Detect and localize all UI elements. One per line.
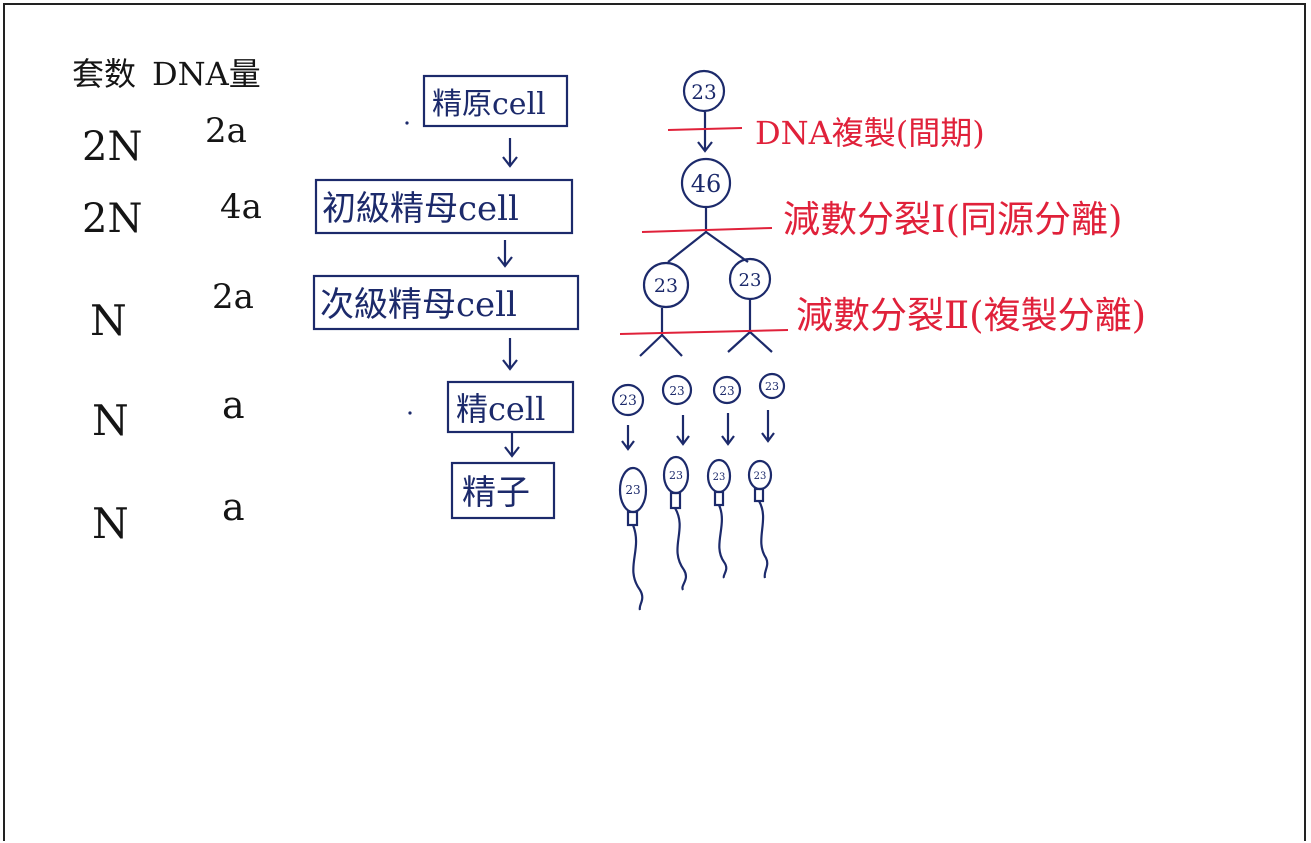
arrow-2-3 (497, 240, 513, 268)
sperm-2-label: 23 (669, 469, 683, 482)
row5-sets: N (92, 499, 129, 548)
spermatid-4 (758, 372, 786, 400)
meiosis2-line (619, 329, 789, 335)
cell-division-tree (611, 69, 786, 611)
row2-sets: 2N (82, 196, 142, 242)
row4-sets: N (92, 396, 129, 445)
meiosis2-label: 減數分裂Ⅱ(複製分離) (796, 294, 1146, 337)
cell-46-label: 46 (691, 170, 722, 198)
column-header-dna: DNA量 (152, 55, 261, 93)
sperm-mid-4 (753, 487, 765, 503)
row1-dna: 2a (205, 111, 247, 151)
sperm-tail-2 (674, 507, 688, 591)
row3-dna: 2a (212, 277, 254, 317)
spermatid-3 (712, 375, 742, 405)
column-header-sets: 套数 (72, 55, 136, 93)
spermatid-1-label: 23 (619, 393, 637, 409)
row2-dna: 4a (220, 187, 262, 227)
stage5-label: 精子 (462, 473, 530, 513)
stage1-label: 精原cell (432, 87, 546, 122)
arrow-sperm-3 (721, 413, 735, 446)
arrow-4-5 (504, 432, 520, 458)
sperm-tail-4 (758, 500, 769, 579)
spermatid-1 (611, 383, 645, 417)
sperm-mid-3 (713, 490, 725, 507)
arrow-top (697, 112, 713, 153)
row4-dna: a (222, 383, 245, 427)
sperm-tail-3 (717, 504, 728, 579)
cell-stage-flow (312, 74, 580, 520)
arrow-sperm-4 (761, 410, 775, 443)
branch-right (727, 300, 773, 353)
arrow-sperm-2 (676, 415, 690, 446)
sperm-mid-1 (626, 510, 639, 527)
pen-dot (408, 411, 412, 415)
sperm-mid-2 (669, 491, 682, 510)
sperm-1-label: 23 (625, 483, 640, 497)
pen-dot (405, 121, 409, 125)
branch-left (639, 308, 683, 357)
notebook-page (3, 3, 1306, 841)
cell-secondary-left-label: 23 (654, 275, 678, 297)
replication-line (667, 127, 743, 131)
ploidy-table: 套数 DNA量 2N 2a 2N 4a N 2a N a N a (72, 55, 262, 548)
stage2-box (314, 178, 574, 235)
stage1-box (422, 74, 569, 128)
stage5-box (450, 461, 556, 520)
sperm-3-label: 23 (713, 472, 726, 483)
spermatid-4-label: 23 (765, 380, 779, 393)
sperm-4-label: 23 (754, 471, 767, 482)
cell-46 (680, 157, 732, 209)
arrow-sperm-1 (621, 425, 635, 451)
stage3-box (312, 274, 580, 331)
sperm-tail-1 (631, 524, 644, 611)
replication-label: DNA複製(間期) (755, 114, 985, 152)
row5-dna: a (222, 485, 245, 529)
stage4-label: 精cell (456, 390, 545, 428)
arrow-3-4 (502, 338, 518, 371)
spermatid-2-label: 23 (669, 384, 684, 398)
meiosis1-label: 減數分裂Ⅰ(同源分離) (783, 198, 1123, 241)
spermatid-2 (661, 374, 693, 406)
cell-secondary-right (728, 257, 772, 301)
row1-sets: 2N (82, 124, 142, 170)
stage2-label: 初級精母cell (322, 189, 519, 229)
cell-secondary-left (642, 261, 690, 309)
event-lines (619, 127, 789, 335)
cell-top-label: 23 (691, 80, 716, 104)
cell-secondary-right-label: 23 (739, 270, 762, 291)
arrow-1-2 (502, 138, 518, 168)
stage4-box (446, 380, 575, 434)
meiosis1-line (641, 227, 773, 233)
spermatid-3-label: 23 (719, 384, 734, 398)
stage3-label: 次級精母cell (320, 285, 517, 325)
branch-meiosis1 (667, 208, 749, 263)
row3-sets: N (90, 296, 127, 345)
cell-top (682, 69, 726, 113)
